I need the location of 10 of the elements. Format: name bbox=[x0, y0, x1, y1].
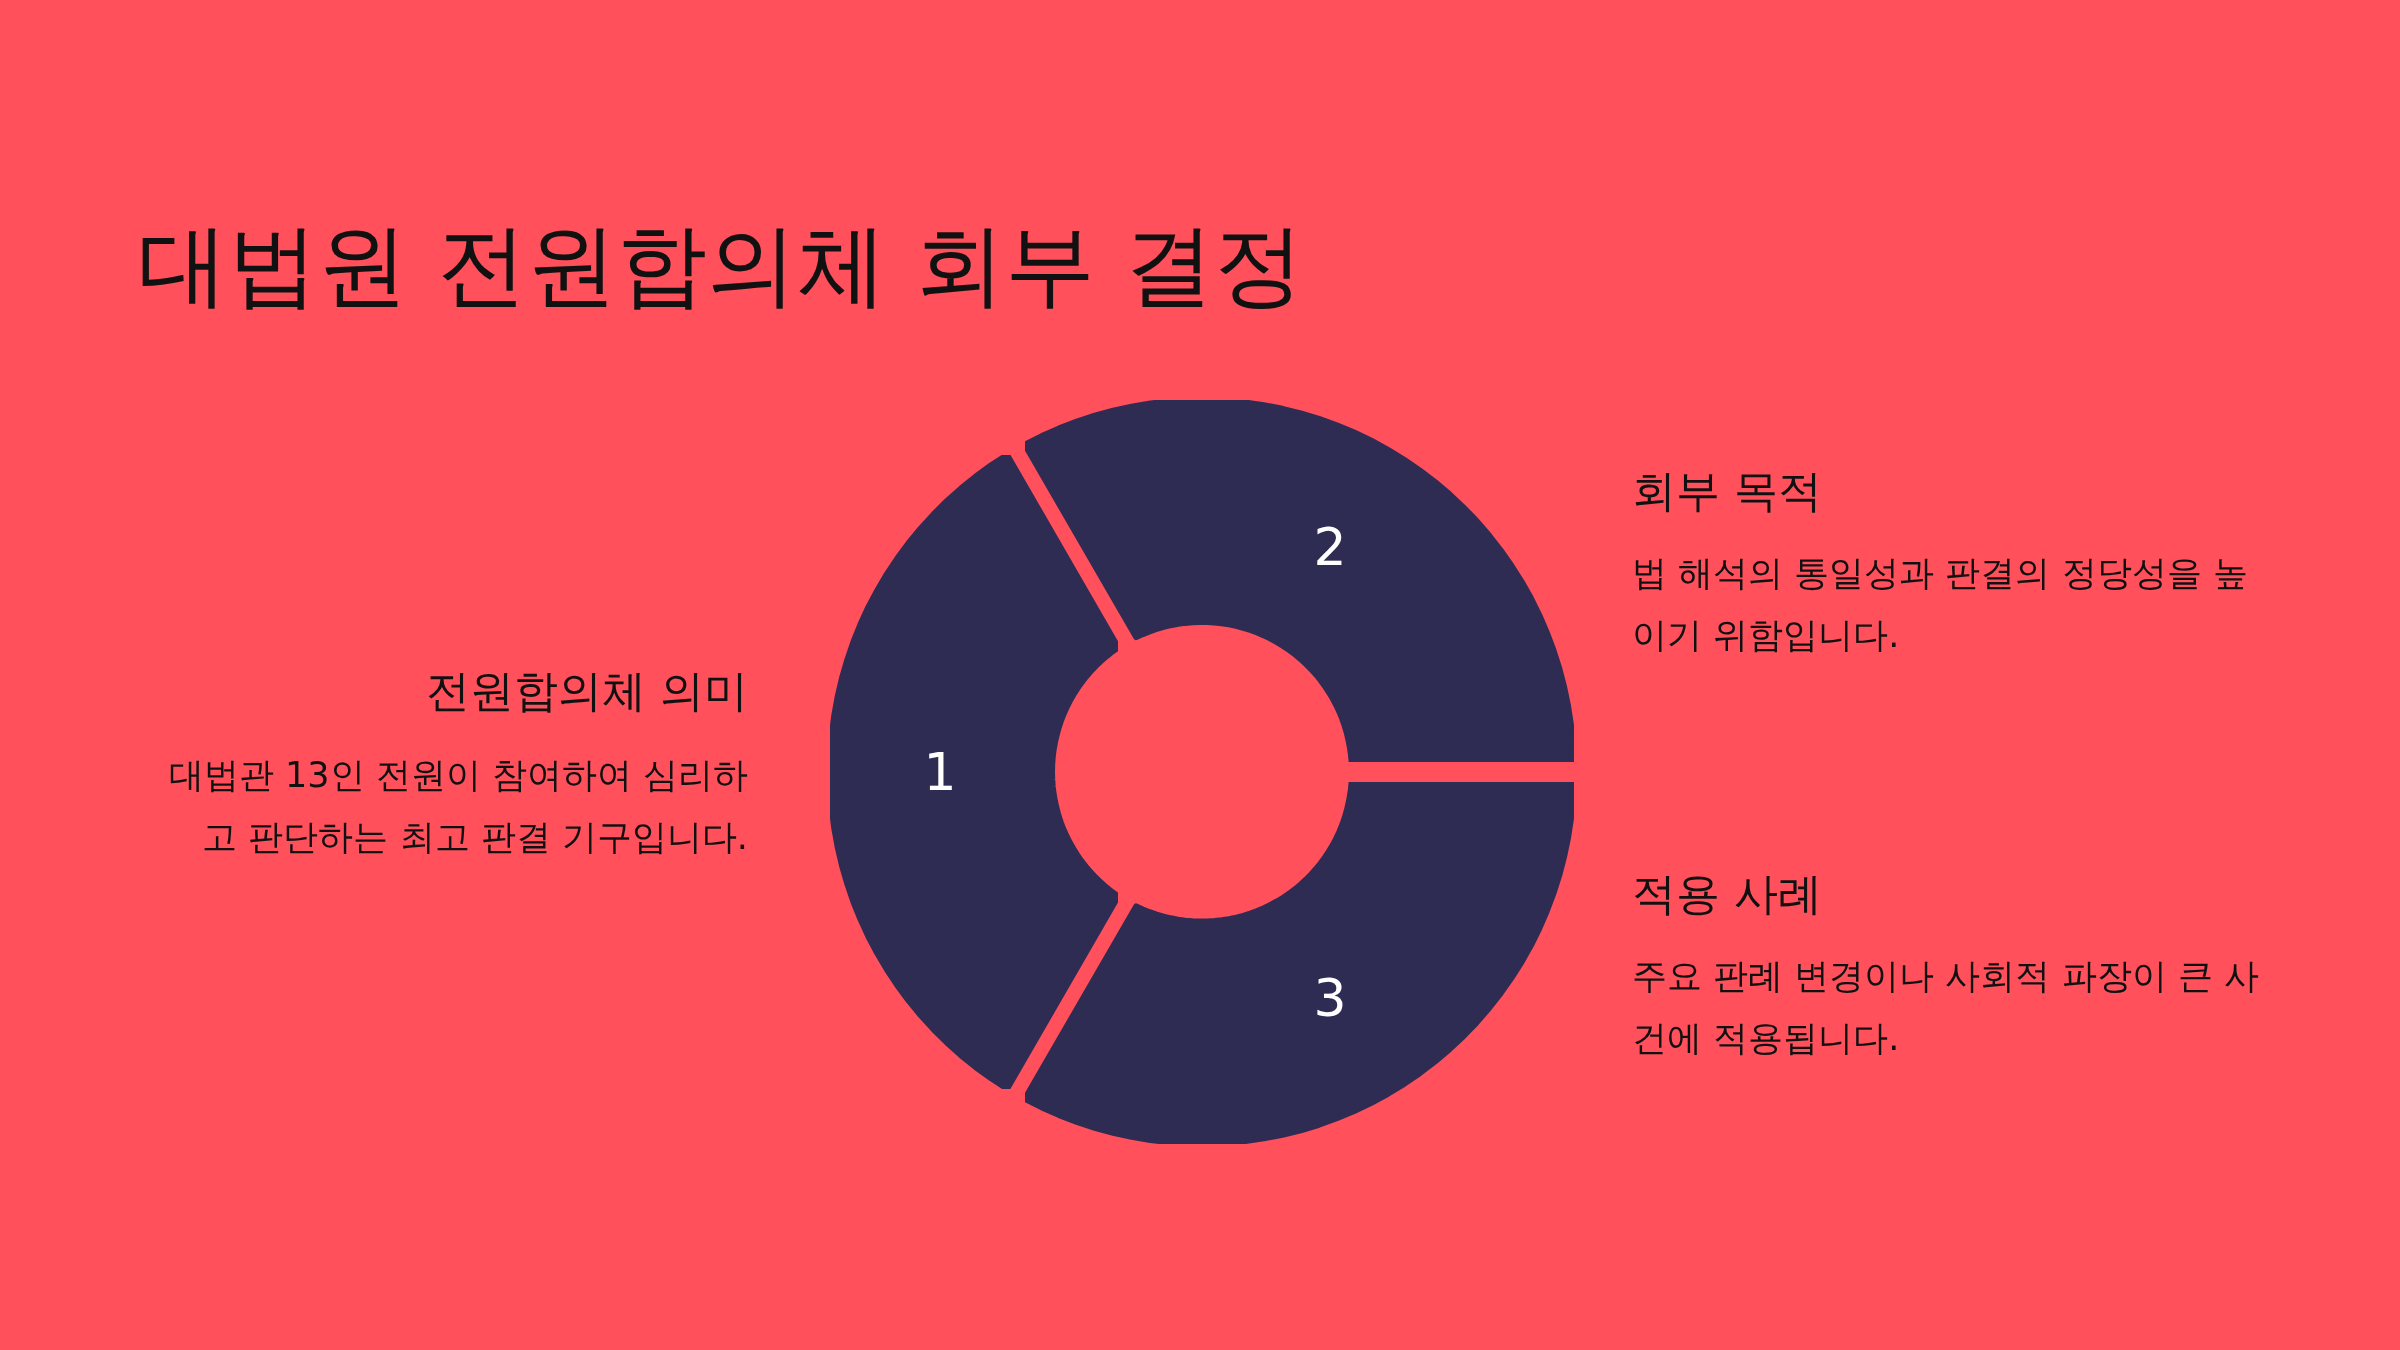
section-heading: 적용 사례 bbox=[1632, 867, 1822, 921]
segment-number: 3 bbox=[1313, 968, 1347, 1028]
section-heading: 회부 목적 bbox=[1632, 464, 1822, 518]
slide-title: 대법원 전원합의체 회부 결정 bbox=[138, 211, 1304, 319]
segment-number: 2 bbox=[1313, 517, 1347, 577]
description-text: 대법관 13인 전원이 참여하여 심리하고 판단하는 최고 판결 기구입니다. bbox=[167, 754, 748, 859]
description-text: 법 해석의 통일성과 판결의 정당성을 높이기 위함입니다. bbox=[1632, 552, 2249, 657]
section-heading: 전원합의체 의미 bbox=[426, 664, 748, 718]
segment-number: 1 bbox=[923, 742, 957, 802]
description-text: 주요 판례 변경이나 사회적 파장이 큰 사건에 적용됩니다. bbox=[1632, 955, 2260, 1060]
